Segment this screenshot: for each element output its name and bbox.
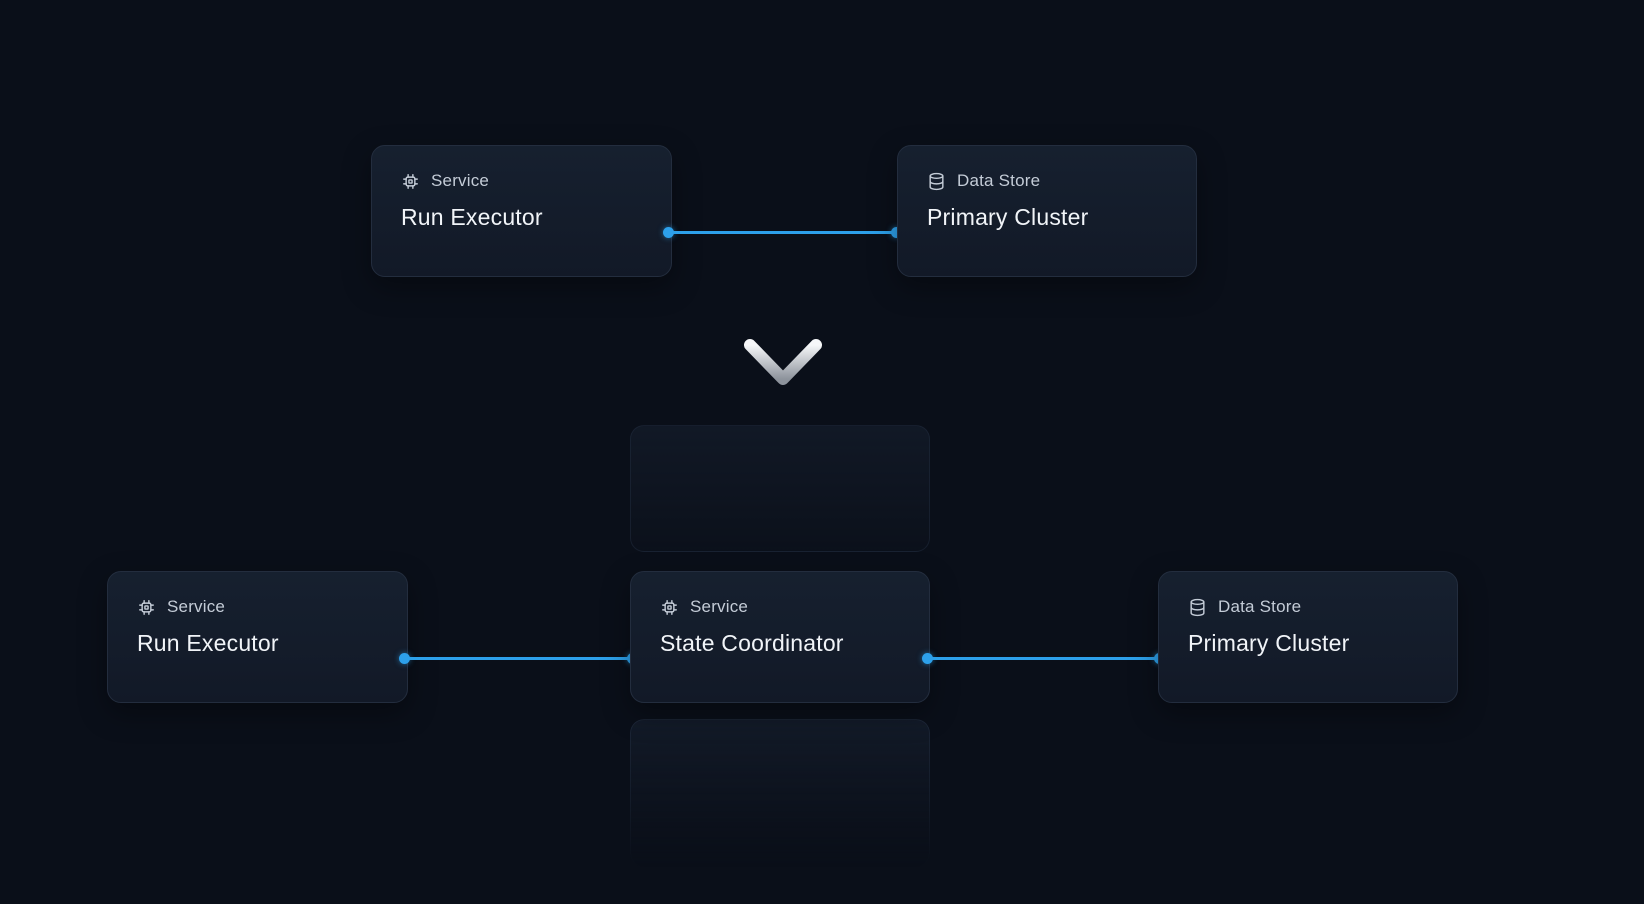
node-header: Data Store <box>1188 597 1428 617</box>
node-type-label: Data Store <box>957 171 1041 190</box>
ghost-card-below <box>630 719 930 867</box>
node-type-label: Service <box>431 171 490 190</box>
node-service-run-executor-before[interactable]: Service Run Executor <box>371 145 672 277</box>
edge-endpoint-dot <box>663 227 674 238</box>
node-header: Service <box>137 597 378 617</box>
database-icon <box>1188 598 1207 617</box>
node-title: Run Executor <box>137 630 279 656</box>
node-type-label: Service <box>690 597 749 616</box>
edge-state-coordinator-primary-cluster <box>922 653 1165 664</box>
chip-icon <box>137 598 156 617</box>
edge-endpoint-dot <box>922 653 933 664</box>
node-title: Run Executor <box>401 204 543 230</box>
node-service-state-coordinator[interactable]: Service State Coordinator <box>630 571 930 703</box>
node-service-run-executor-after[interactable]: Service Run Executor <box>107 571 408 703</box>
node-datastore-primary-cluster-before[interactable]: Data Store Primary Cluster <box>897 145 1197 277</box>
database-icon <box>927 172 946 191</box>
node-header: Service <box>401 171 642 191</box>
node-type-label: Data Store <box>1218 597 1302 616</box>
chip-icon <box>660 598 679 617</box>
node-datastore-primary-cluster-after[interactable]: Data Store Primary Cluster <box>1158 571 1458 703</box>
chevron-down-icon <box>741 336 825 388</box>
edge-endpoint-dot <box>399 653 410 664</box>
edge-endpoint-dot <box>891 227 902 238</box>
ghost-card-above <box>630 425 930 552</box>
node-title: State Coordinator <box>660 630 844 656</box>
chip-icon <box>401 172 420 191</box>
node-type-label: Service <box>167 597 226 616</box>
node-header: Service <box>660 597 900 617</box>
node-title: Primary Cluster <box>1188 630 1350 656</box>
edge-run-executor-state-coordinator <box>399 653 638 664</box>
node-title: Primary Cluster <box>927 204 1089 230</box>
edge-run-executor-primary-cluster-before <box>663 227 902 238</box>
node-header: Data Store <box>927 171 1167 191</box>
